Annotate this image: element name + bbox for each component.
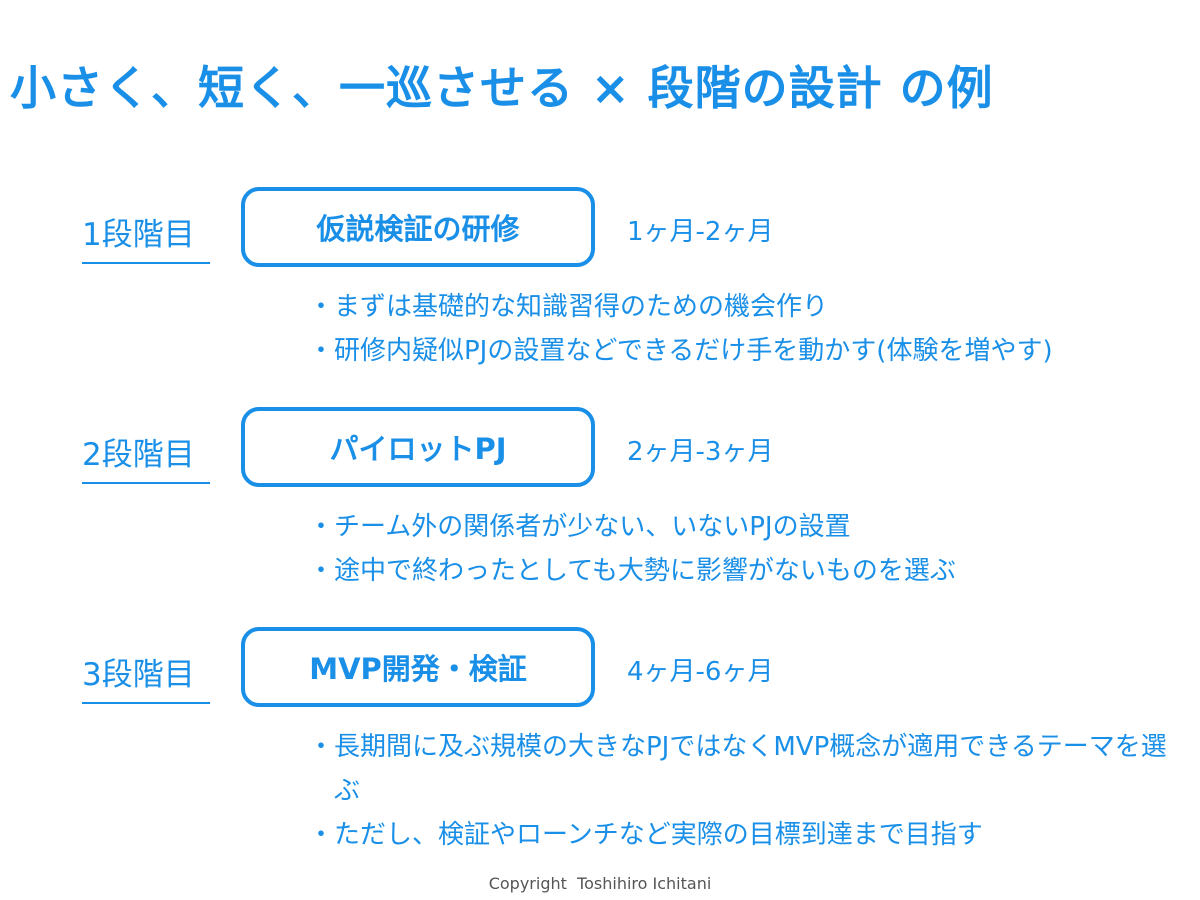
stage-label: 3段階目 [82,649,210,704]
stage-bullets: ・ チーム外の関係者が少ない、いないPJの設置 ・ 途中で終わったとしても大勢に… [308,505,1178,593]
bullet-text: 長期間に及ぶ規模の大きなPJではなくMVP概念が適用できるテーマを選ぶ [334,732,1167,806]
bullet-item: ・ ただし、検証やローンチなど実際の目標到達まで目指す [308,813,1178,857]
bullet-marker: ・ [308,732,335,762]
stage-period: 1ヶ月-2ヶ月 [627,217,774,247]
bullet-item: ・ チーム外の関係者が少ない、いないPJの設置 [308,505,1178,549]
bullet-marker: ・ [308,336,335,366]
page-title: 小さく、短く、一巡させる × 段階の設計 の例 [10,61,994,115]
stage-period: 4ヶ月-6ヶ月 [627,657,774,687]
bullet-text: まずは基礎的な知識習得のための機会作り [334,292,829,322]
bullet-text: 研修内疑似PJの設置などできるだけ手を動かす(体験を増やす) [334,336,1053,366]
bullet-marker: ・ [308,556,335,586]
copyright-footer: Copyright Toshihiro Ichitani [488,874,712,893]
stage-bullets: ・ まずは基礎的な知識習得のための機会作り ・ 研修内疑似PJの設置などできるだ… [308,285,1178,373]
bullet-marker: ・ [308,292,335,322]
stage-label: 1段階目 [82,209,210,264]
stage-period: 2ヶ月-3ヶ月 [627,437,774,467]
stage-name-box: 仮説検証の研修 [241,187,595,267]
bullet-text: チーム外の関係者が少ない、いないPJの設置 [334,512,851,542]
stage-name-box: パイロットPJ [241,407,595,487]
bullet-text: ただし、検証やローンチなど実際の目標到達まで目指す [334,820,983,850]
bullet-marker: ・ [308,820,335,850]
bullet-item: ・ 研修内疑似PJの設置などできるだけ手を動かす(体験を増やす) [308,329,1178,373]
stage-name-box: MVP開発・検証 [241,627,595,707]
stage-bullets: ・ 長期間に及ぶ規模の大きなPJではなくMVP概念が適用できるテーマを選ぶ ・ … [308,725,1178,857]
bullet-item: ・ まずは基礎的な知識習得のための機会作り [308,285,1178,329]
bullet-item: ・ 途中で終わったとしても大勢に影響がないものを選ぶ [308,549,1178,593]
bullet-marker: ・ [308,512,335,542]
bullet-item: ・ 長期間に及ぶ規模の大きなPJではなくMVP概念が適用できるテーマを選ぶ [308,725,1178,813]
stage-label: 2段階目 [82,429,210,484]
bullet-text: 途中で終わったとしても大勢に影響がないものを選ぶ [334,556,956,586]
